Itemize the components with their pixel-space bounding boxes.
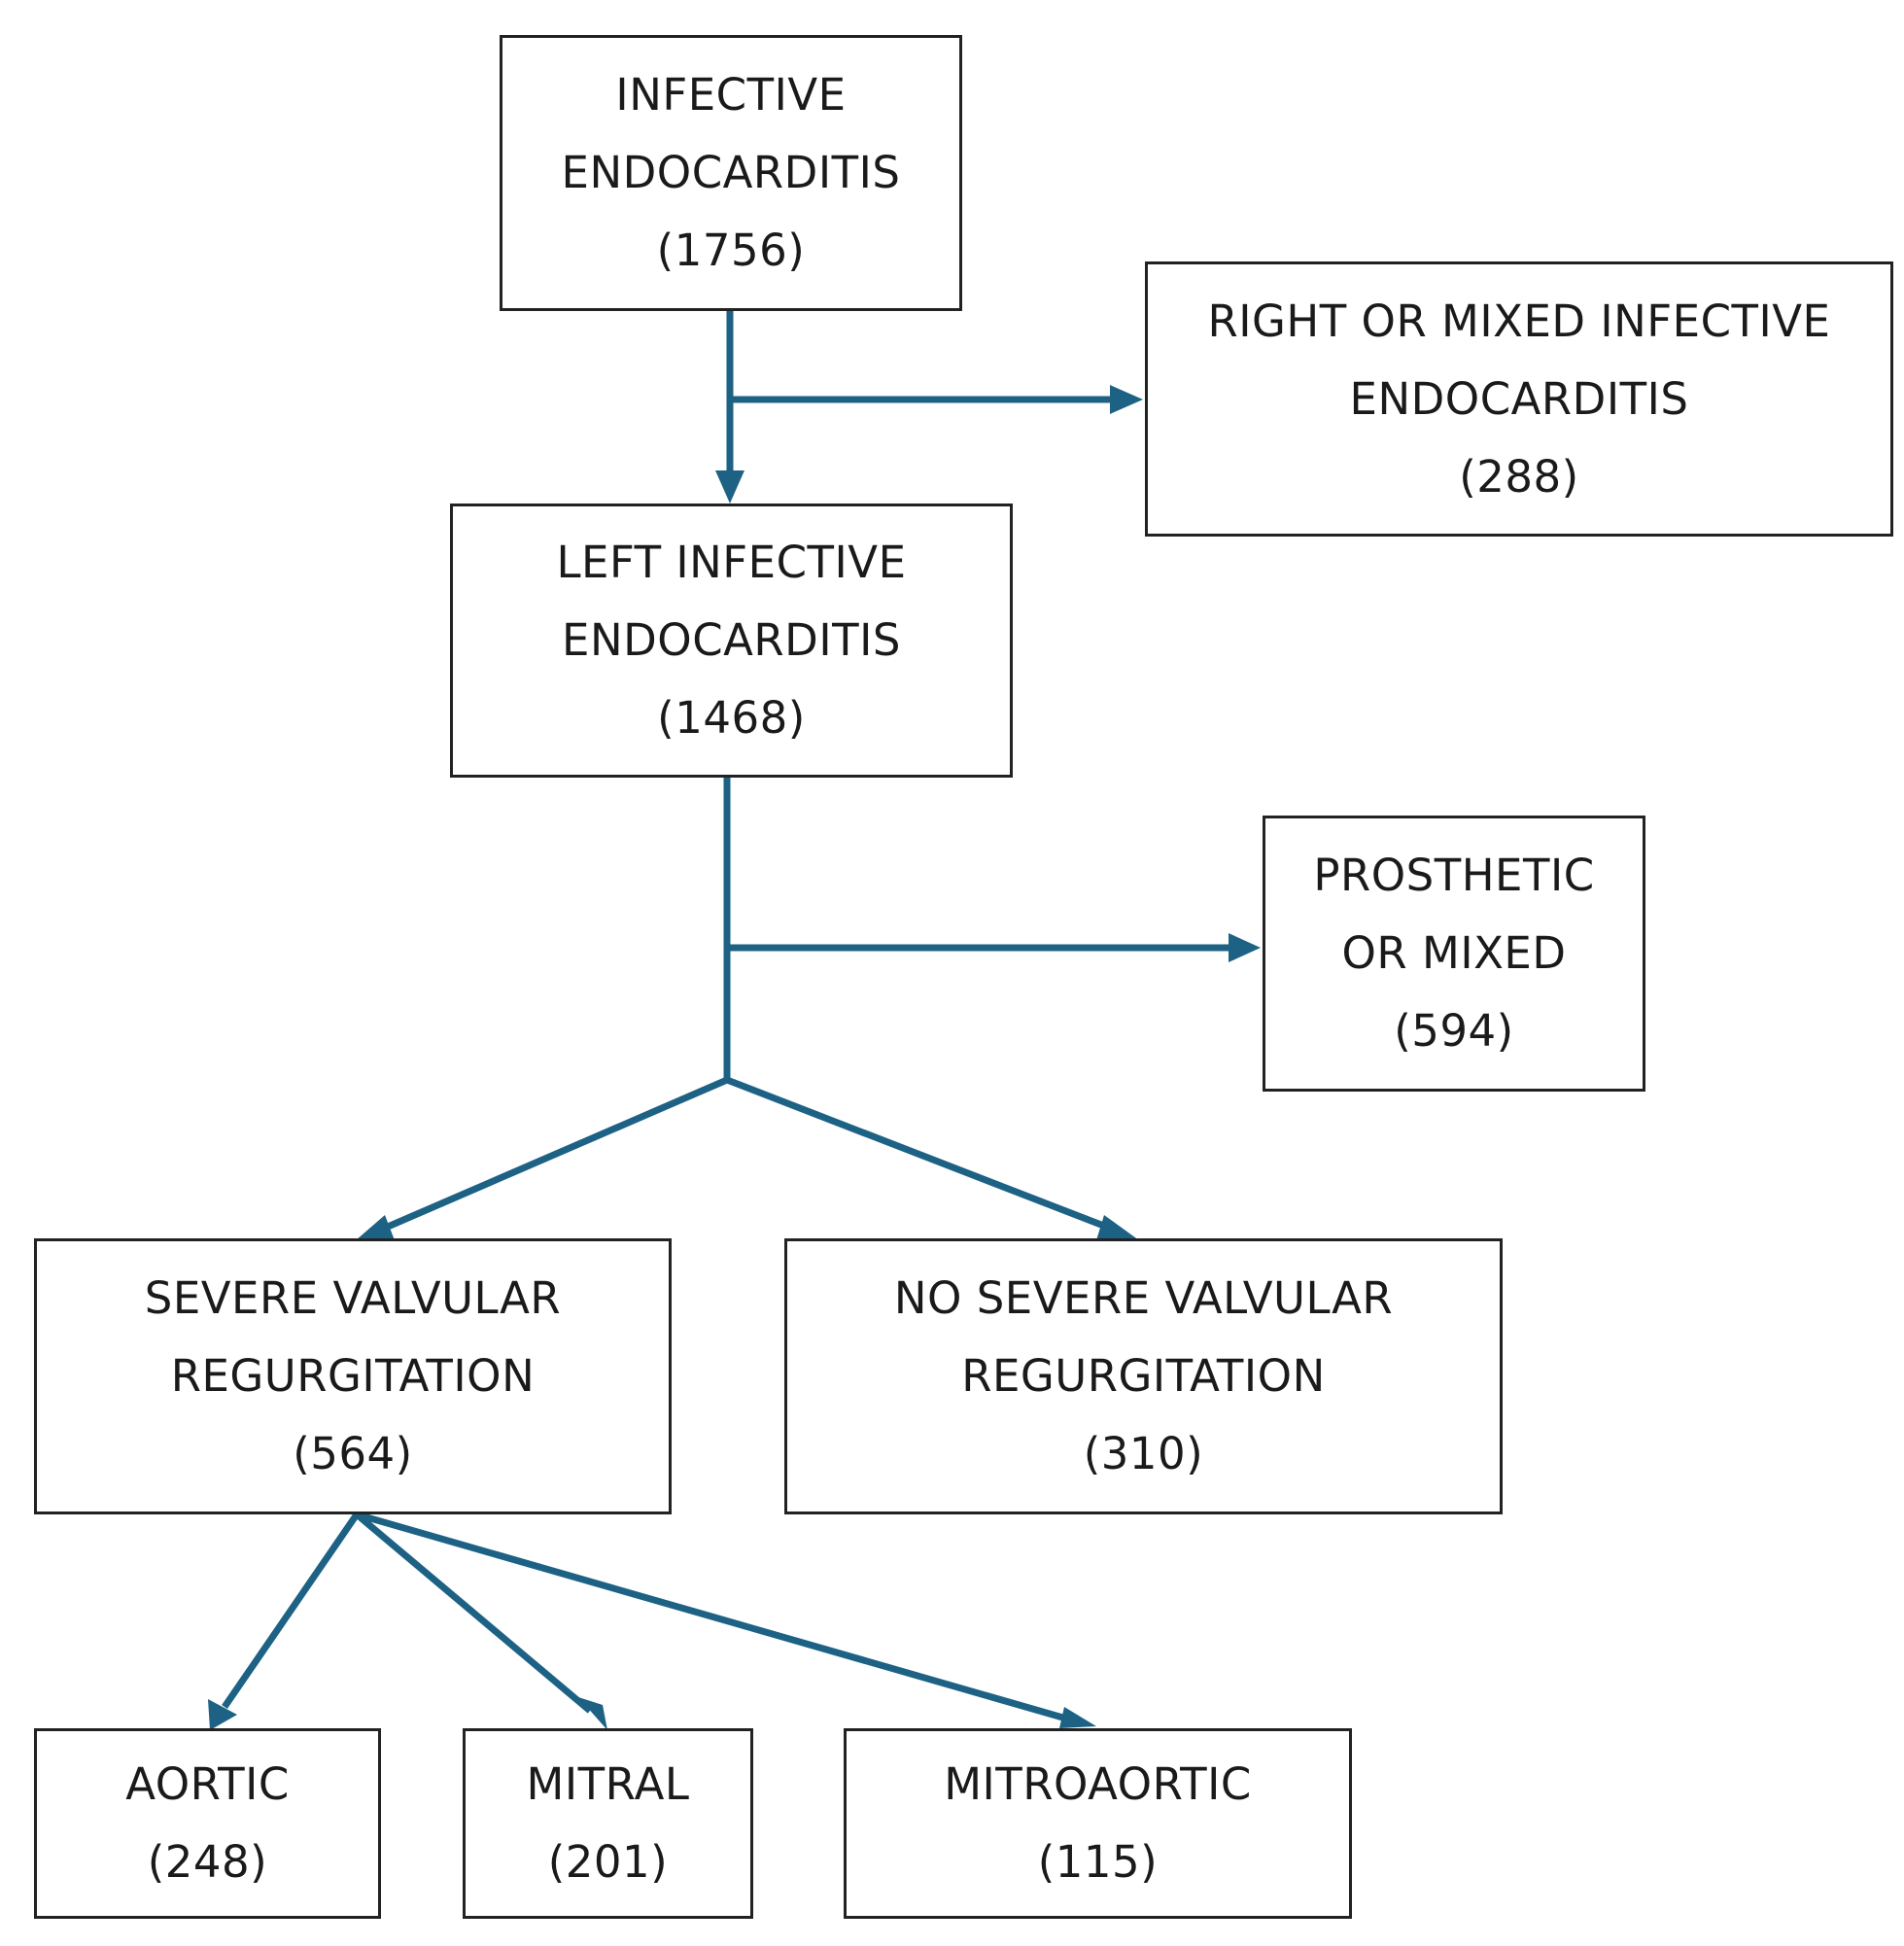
node-label: LEFT INFECTIVE [556,537,907,588]
node-count: (564) [293,1428,413,1479]
node-count: (115) [1037,1836,1159,1888]
node-count: (248) [147,1836,268,1888]
node-count: (1756) [656,225,806,276]
arrowhead-mitroaortic [1059,1707,1096,1728]
node-label: AORTIC [125,1758,290,1810]
node-label: NO SEVERE VALVULAR [893,1272,1394,1324]
node-label: PROSTHETIC [1313,850,1595,901]
node-label: REGURGITATION [961,1350,1326,1402]
edge-severe-to-mitroaortic [356,1511,1074,1724]
node-label: RIGHT OR MIXED INFECTIVE [1207,295,1831,347]
node-label: INFECTIVE [615,69,847,121]
node-count: (594) [1394,1005,1514,1057]
node-count: (201) [547,1836,669,1888]
edge-severe-to-mitral [354,1512,593,1714]
node-right-or-mixed: RIGHT OR MIXED INFECTIVE ENDOCARDITIS (2… [1145,261,1893,537]
node-mitroaortic: MITROAORTIC (115) [844,1728,1352,1919]
arrowhead-right-mixed [1110,385,1143,414]
node-aortic: AORTIC (248) [34,1728,381,1919]
node-left-infective-endocarditis: LEFT INFECTIVE ENDOCARDITIS (1468) [450,504,1013,778]
node-count: (288) [1459,450,1579,503]
arrowhead-prosthetic [1229,933,1261,962]
node-severe-valvular-regurgitation: SEVERE VALVULAR REGURGITATION (564) [34,1238,672,1514]
node-label: REGURGITATION [170,1350,536,1402]
node-infective-endocarditis: INFECTIVE ENDOCARDITIS (1756) [500,35,962,311]
node-no-severe-valvular-regurgitation: NO SEVERE VALVULAR REGURGITATION (310) [784,1238,1503,1514]
node-count: (1468) [657,692,806,744]
arrowhead-no-severe [1096,1215,1139,1240]
arrowhead-left [715,470,744,504]
node-count: (310) [1083,1428,1204,1479]
edge-left-to-severe [379,1076,729,1234]
node-label: OR MIXED [1341,927,1567,979]
node-label: ENDOCARDITIS [1349,372,1689,425]
node-label: ENDOCARDITIS [562,614,901,666]
arrowhead-mitral [578,1697,607,1730]
edge-severe-to-aortic [222,1512,360,1709]
node-prosthetic-or-mixed: PROSTHETIC OR MIXED (594) [1263,816,1645,1092]
node-label: ENDOCARDITIS [561,147,901,198]
node-label: SEVERE VALVULAR [144,1272,562,1324]
edge-left-to-no-severe [725,1076,1116,1234]
node-label: MITRAL [526,1758,690,1810]
node-mitral: MITRAL (201) [463,1728,753,1919]
arrowhead-aortic [208,1699,237,1730]
node-label: MITROAORTIC [944,1758,1252,1810]
arrowhead-severe [356,1215,395,1240]
